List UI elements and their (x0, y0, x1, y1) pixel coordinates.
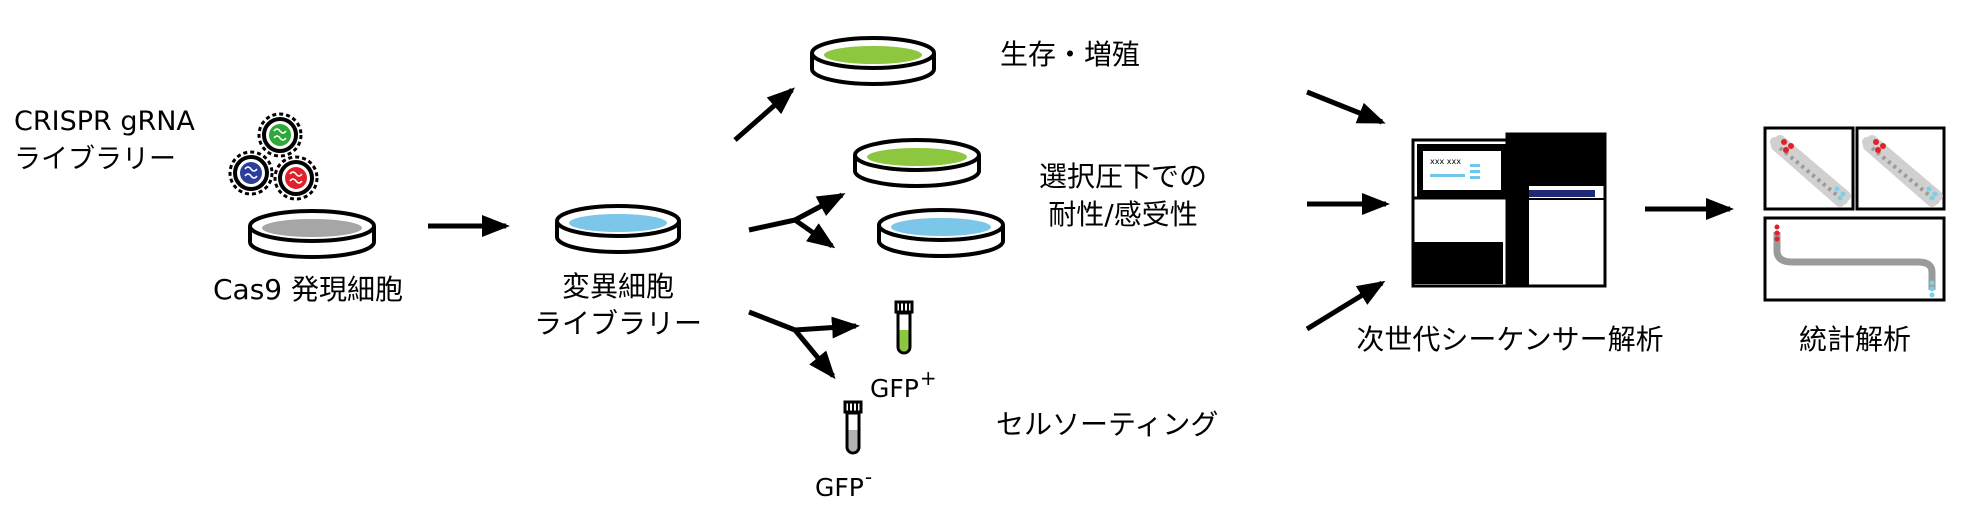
tube-gfp-positive-icon (894, 300, 914, 355)
gfp-negative-label: GFP- (815, 465, 873, 502)
selection-label-line1: 選択圧下での (1038, 160, 1208, 193)
library-subtitle: ライブラリー (14, 144, 176, 175)
virus-green-icon (257, 112, 303, 158)
ngs-label: 次世代シーケンサー解析 (1356, 323, 1664, 356)
virus-red-icon (273, 155, 319, 201)
virus-core (269, 124, 291, 146)
mutant-library-label-line2: ライブラリー (533, 307, 703, 340)
cas9-cells-label: Cas9 発現細胞 (212, 273, 404, 306)
stats-label: 統計解析 (1798, 323, 1912, 356)
scatter-plot-icon-right (1855, 126, 1946, 211)
virus-blue-icon (228, 150, 274, 196)
arrow-survival-to-ngs (1306, 89, 1386, 125)
petri-dish-mutant-library-icon (555, 204, 681, 254)
survival-label: 生存・増殖 (1000, 38, 1141, 71)
petri-dish-survival-icon (810, 36, 936, 86)
scatter-plot-icon-left (1763, 126, 1855, 211)
mutant-library-label-line1: 変異細胞 (561, 270, 675, 303)
arrow-sorting-to-ngs (1305, 280, 1386, 332)
rank-plot-icon (1763, 216, 1946, 302)
forked-arrow-sorting (748, 309, 860, 380)
library-title: CRISPR gRNA (14, 106, 195, 137)
petri-dish-cas9-icon (248, 209, 376, 259)
tube-gfp-negative-icon (843, 400, 863, 455)
sequencer-icon: xxx xxx (1411, 132, 1607, 288)
arrow-to-survival (733, 87, 796, 142)
forked-arrow-selection (748, 192, 846, 249)
sequencer-screen-text: xxx xxx (1430, 157, 1461, 166)
sorting-label: セルソーティング (996, 408, 1219, 441)
selection-label-line2: 耐性/感受性 (1048, 198, 1198, 231)
petri-dish-sensitive-icon (877, 208, 1005, 258)
petri-dish-resistant-icon (853, 138, 981, 188)
gfp-positive-label: GFP+ (870, 366, 937, 403)
